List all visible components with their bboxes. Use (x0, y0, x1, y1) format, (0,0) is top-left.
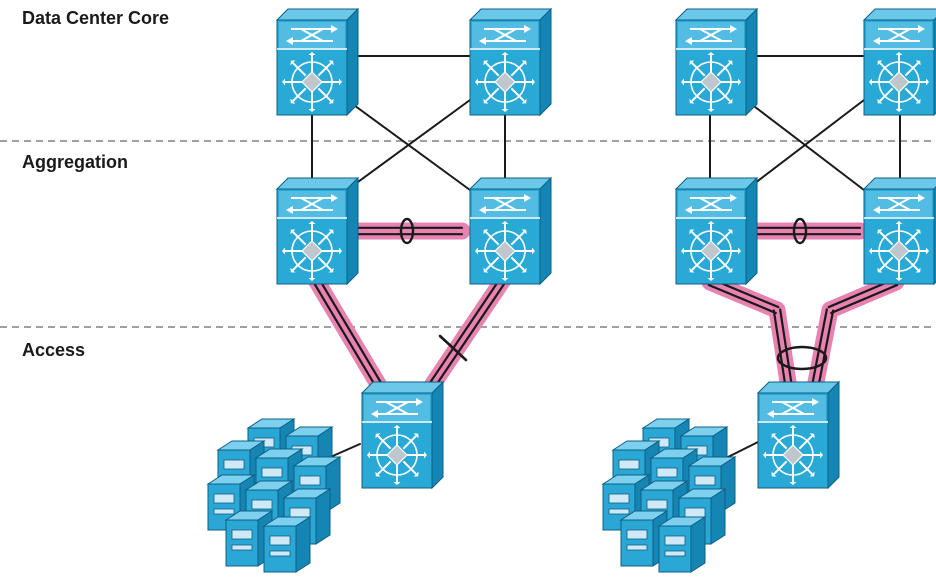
right-agg-switch-a (674, 176, 759, 286)
left-agg-b-access-highlight (424, 271, 512, 393)
left-cross-link-2 (346, 99, 471, 191)
right-vpc-leg-0-wire-a (707, 283, 777, 315)
devices-layer (206, 7, 936, 573)
right-vpc-leg-3-wire-b (818, 309, 835, 384)
right-vpc-leg-1-highlight (768, 301, 797, 391)
left-agg-switch-b (468, 176, 553, 286)
left-server-9 (262, 516, 312, 573)
right-cross-link-2 (745, 99, 865, 191)
right-core-switch-a (674, 7, 759, 117)
left-agg-a-access-highlight (307, 271, 387, 393)
right-vpc-leg-0-highlight (701, 273, 786, 319)
left-agg-switch-a (275, 176, 360, 286)
layer-label-access: Access (22, 340, 86, 360)
left-agg-a-access-wire-b (317, 277, 382, 384)
right-access-switch (756, 380, 841, 490)
right-vpc-leg-3-wire-a (811, 308, 828, 383)
right-vpc-leg-3-highlight (807, 301, 839, 391)
left-agg-peer-bundle-icon (399, 217, 415, 245)
right-agg-switch-b (862, 177, 936, 286)
right-vpc-leg-2-highlight (821, 273, 905, 319)
left-agg-b-access-wire-a (429, 277, 502, 384)
right-vpc-bundle-icon (776, 345, 828, 371)
left-agg-b-access-wire-b (434, 280, 507, 387)
right-core-switch-b (862, 8, 936, 117)
right-vpc-leg-2-wire-b (830, 283, 899, 315)
blocked-link-icon (438, 334, 468, 362)
right-server-9 (657, 516, 707, 573)
left-access-switch (360, 380, 445, 490)
right-vpc-leg-1-wire-a (772, 309, 786, 384)
layer-label-aggregation: Aggregation (22, 152, 128, 172)
left-core-switch-a (275, 7, 360, 117)
left-core-switch-b (468, 7, 553, 117)
right-vpc-leg-1-wire-b (779, 308, 793, 383)
right-agg-peer-bundle-icon (792, 217, 808, 245)
layer-label-core: Data Center Core (22, 8, 170, 28)
left-agg-a-access-wire-a (312, 280, 377, 387)
